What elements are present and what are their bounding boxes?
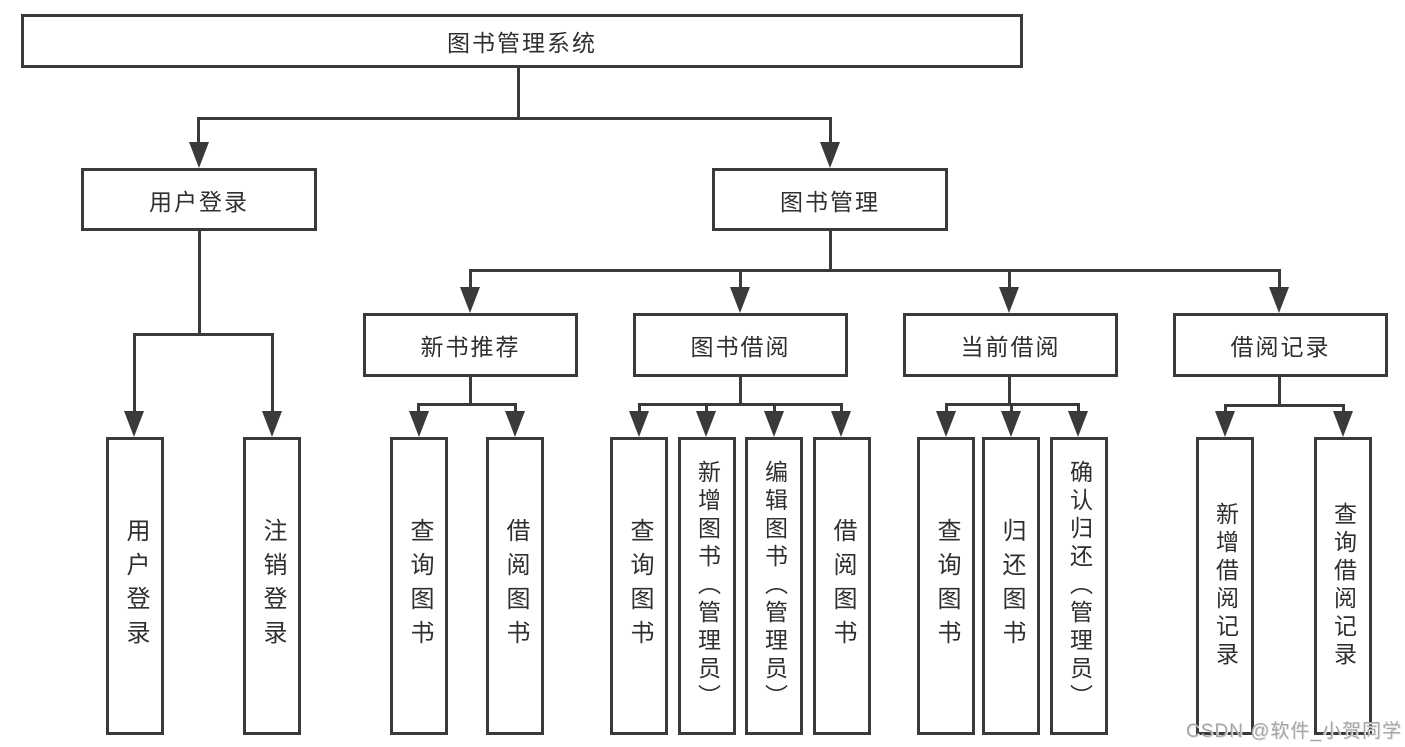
- leaf-query-books-borrowing: 查询图书: [610, 437, 668, 735]
- node-label: 用户登录: [149, 188, 249, 215]
- node-label: 图书管理系统: [447, 30, 597, 56]
- connector-line: [840, 403, 843, 413]
- arrow-down-icon: [1333, 411, 1353, 437]
- connector-line: [198, 231, 201, 336]
- arrow-down-icon: [696, 411, 716, 437]
- leaf-borrow-books-recommend: 借阅图书: [486, 437, 544, 735]
- node-label: 新增图书（管理员）: [694, 460, 721, 712]
- node-label: 注销登录: [259, 518, 286, 654]
- arrow-down-icon: [730, 287, 750, 313]
- node-label: 查询图书: [406, 518, 433, 654]
- node-label: 新增借阅记录: [1212, 502, 1239, 670]
- connector-line: [517, 68, 520, 119]
- connector-line: [638, 403, 641, 413]
- leaf-query-books-current: 查询图书: [917, 437, 975, 735]
- node-label: 用户登录: [122, 518, 149, 654]
- connector-line: [945, 403, 948, 413]
- leaf-confirm-return-admin: 确认归还（管理员）: [1050, 437, 1108, 735]
- leaf-add-books-admin: 新增图书（管理员）: [678, 437, 736, 735]
- connector-line: [469, 269, 1281, 272]
- arrow-down-icon: [936, 411, 956, 437]
- leaf-query-books-recommend: 查询图书: [390, 437, 448, 735]
- node-label: 编辑图书（管理员）: [761, 460, 788, 712]
- node-label: 查询借阅记录: [1330, 502, 1357, 670]
- connector-line: [1010, 403, 1013, 413]
- arrow-down-icon: [629, 411, 649, 437]
- node-label: 查询图书: [626, 518, 653, 654]
- arrow-down-icon: [831, 411, 851, 437]
- connector-line: [739, 269, 742, 289]
- connector-line: [417, 403, 420, 413]
- arrow-down-icon: [1068, 411, 1088, 437]
- connector-line: [1278, 377, 1281, 406]
- leaf-borrow-books: 借阅图书: [813, 437, 871, 735]
- leaf-return-books: 归还图书: [982, 437, 1040, 735]
- connector-line: [1224, 404, 1227, 413]
- leaf-logout: 注销登录: [243, 437, 301, 735]
- csdn-watermark: CSDN @软件_小贺同学: [1186, 721, 1402, 742]
- node-label: 查询图书: [933, 518, 960, 654]
- leaf-query-borrow-record: 查询借阅记录: [1314, 437, 1372, 735]
- node-borrowing-records: 借阅记录: [1173, 313, 1388, 377]
- arrow-down-icon: [764, 411, 784, 437]
- connector-line: [1077, 403, 1080, 413]
- connector-line: [469, 377, 472, 406]
- arrow-down-icon: [1269, 287, 1289, 313]
- connector-line: [469, 269, 472, 289]
- arrow-down-icon: [999, 287, 1019, 313]
- node-label: 确认归还（管理员）: [1066, 460, 1093, 712]
- connector-line: [1008, 269, 1011, 289]
- arrow-down-icon: [189, 142, 209, 168]
- arrow-down-icon: [409, 411, 429, 437]
- connector-line: [133, 333, 274, 336]
- node-current-borrowing: 当前借阅: [903, 313, 1118, 377]
- connector-line: [133, 333, 136, 412]
- connector-line: [1008, 377, 1011, 406]
- arrow-down-icon: [505, 411, 525, 437]
- node-label: 借阅图书: [829, 518, 856, 654]
- connector-line: [1224, 404, 1345, 407]
- connector-line: [197, 117, 832, 120]
- connector-line: [705, 403, 708, 413]
- arrow-down-icon: [1001, 411, 1021, 437]
- node-book-borrowing: 图书借阅: [633, 313, 848, 377]
- node-label: 图书借阅: [690, 334, 791, 360]
- connector-line: [829, 117, 832, 147]
- node-label: 图书管理: [780, 188, 880, 215]
- arrow-down-icon: [820, 142, 840, 168]
- node-book-management-branch: 图书管理: [712, 168, 948, 231]
- leaf-user-login: 用户登录: [106, 437, 164, 735]
- node-label: 借阅记录: [1230, 334, 1331, 360]
- node-label: 借阅图书: [502, 518, 529, 654]
- leaf-add-borrow-record: 新增借阅记录: [1196, 437, 1254, 735]
- connector-line: [271, 333, 274, 412]
- node-label: 当前借阅: [960, 334, 1061, 360]
- connector-line: [1278, 269, 1281, 289]
- arrow-down-icon: [124, 411, 144, 437]
- arrow-down-icon: [460, 287, 480, 313]
- connector-line: [417, 403, 517, 406]
- arrow-down-icon: [1215, 411, 1235, 437]
- connector-line: [197, 117, 200, 147]
- arrow-down-icon: [262, 411, 282, 437]
- connector-line: [829, 231, 832, 272]
- node-label: 归还图书: [998, 518, 1025, 654]
- connector-line: [773, 403, 776, 413]
- connector-line: [739, 377, 742, 406]
- connector-line: [638, 403, 843, 406]
- node-new-book-recommendation: 新书推荐: [363, 313, 578, 377]
- leaf-edit-books-admin: 编辑图书（管理员）: [745, 437, 803, 735]
- node-user-login-branch: 用户登录: [81, 168, 317, 231]
- node-label: 新书推荐: [420, 334, 521, 360]
- node-root-system: 图书管理系统: [21, 14, 1023, 68]
- connector-line: [514, 403, 517, 413]
- connector-line: [1342, 404, 1345, 413]
